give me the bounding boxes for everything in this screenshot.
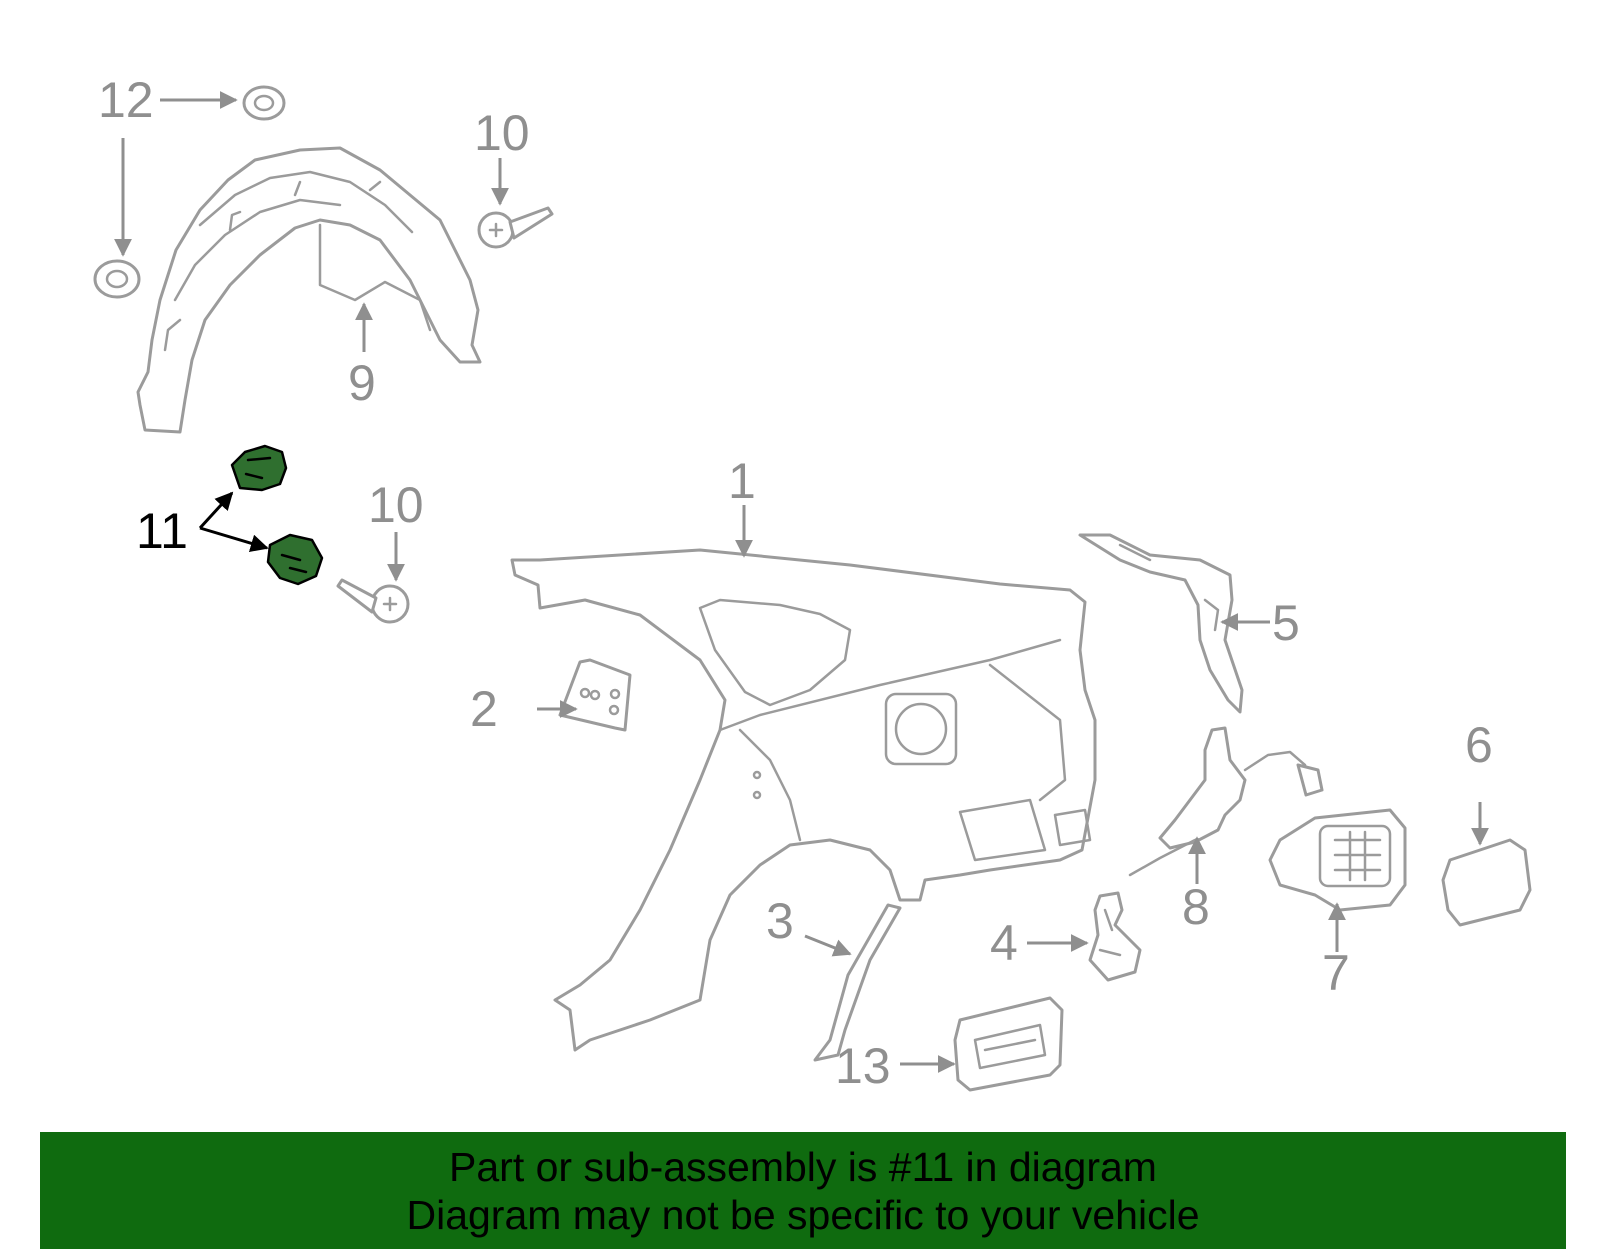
part-11-clip-upper[interactable] — [230, 444, 288, 492]
info-banner: Part or sub-assembly is #11 in diagram D… — [40, 1132, 1566, 1249]
leader-lines — [114, 91, 1489, 1073]
callout-12: 12 — [98, 72, 154, 128]
callout-4: 4 — [990, 915, 1018, 971]
part-4-bracket[interactable] — [1088, 891, 1142, 982]
callout-10-middle: 10 — [368, 477, 424, 533]
part-12-nut-lower[interactable] — [93, 259, 141, 299]
part-1-quarter-panel[interactable] — [510, 548, 1097, 1052]
part-8-fuel-lid-opener[interactable] — [1128, 726, 1324, 877]
callout-9: 9 — [348, 355, 376, 411]
callout-11: 11 — [136, 503, 188, 559]
callout-1: 1 — [728, 453, 756, 509]
callout-10-top: 10 — [474, 105, 530, 161]
part-10-screw-middle[interactable] — [336, 578, 410, 624]
callout-labels: 12 10 9 10 11 1 2 3 4 5 6 8 7 13 — [98, 72, 1493, 1094]
part-13-fuel-pocket[interactable] — [953, 996, 1064, 1092]
part-5-reinforcement[interactable] — [1078, 533, 1244, 714]
part-7-fuel-door-housing[interactable] — [1268, 808, 1407, 912]
part-9-fender-liner[interactable] — [136, 146, 482, 434]
part-11-clip-lower[interactable] — [266, 533, 324, 586]
callout-13: 13 — [835, 1038, 891, 1094]
callout-2: 2 — [470, 681, 498, 737]
part-6-fuel-door[interactable] — [1441, 838, 1532, 927]
banner-line-part: Part or sub-assembly is #11 in diagram — [449, 1143, 1157, 1190]
callout-6: 6 — [1465, 717, 1493, 773]
part-12-nut-top[interactable] — [242, 85, 286, 121]
callout-3: 3 — [766, 893, 794, 949]
callout-5: 5 — [1272, 595, 1300, 651]
banner-line-disclaimer: Diagram may not be specific to your vehi… — [406, 1191, 1200, 1238]
part-2-plate[interactable] — [558, 658, 632, 732]
part-10-screw-top[interactable] — [477, 206, 554, 249]
part-3-moulding[interactable] — [813, 903, 902, 1062]
callout-7: 7 — [1322, 945, 1350, 1001]
callout-8: 8 — [1182, 879, 1210, 935]
